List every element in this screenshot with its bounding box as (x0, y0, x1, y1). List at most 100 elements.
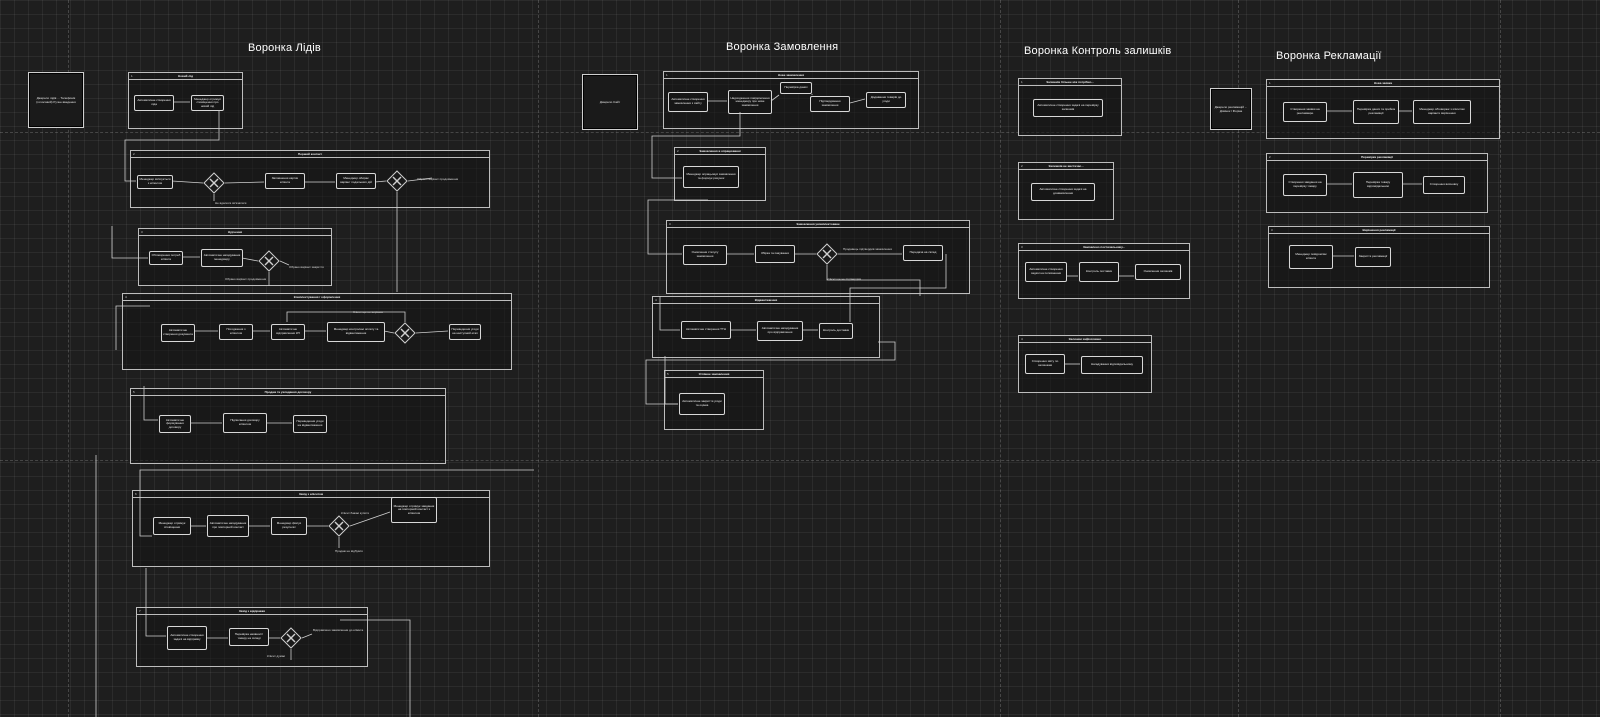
pool-number: 2 (1269, 155, 1271, 159)
guide-line (1500, 0, 1501, 717)
pool-number: 3 (1021, 245, 1023, 249)
gateway-icon[interactable] (394, 322, 416, 344)
task[interactable]: Менеджер отримує сповіщення про новий лі… (191, 95, 224, 111)
flow-label: Не вдалося зв'язатися (215, 201, 247, 205)
task[interactable]: Автоматичне нагадування про повторний ко… (207, 515, 249, 537)
gateway-icon[interactable] (280, 627, 302, 649)
pool-title: Залишків не вистачає... (1019, 163, 1113, 170)
task[interactable]: Менеджер зв'язується з клієнтом (137, 175, 173, 189)
task[interactable]: Переведення угоди на відвантаження (293, 415, 327, 433)
task[interactable]: Менеджер отримує сповіщення (153, 517, 191, 535)
flow-label: Продавець підтвердив замовлення (843, 247, 892, 251)
pool-shipping[interactable]: 7 Захід з відправки Автоматичне створенн… (136, 607, 368, 667)
pool-first-contact[interactable]: 2 Перший контакт Менеджер зв'язується з … (130, 150, 490, 208)
task[interactable]: Автоматичне відправлення КП (271, 324, 305, 340)
pool-number: 4 (1021, 337, 1023, 341)
task[interactable]: Автоматичне нагадування про відправлення (757, 321, 803, 341)
task[interactable]: Обговорення потреб клієнта (149, 251, 183, 265)
task[interactable]: Оновлення залишків (1135, 264, 1181, 280)
task[interactable]: Автоматичне формування договору (159, 415, 191, 433)
task[interactable]: Підписання договору клієнтом (223, 413, 267, 433)
pool-stock-shortage[interactable]: 2 Залишків не вистачає... Автоматичне ст… (1018, 162, 1114, 220)
source-note-orders[interactable]: Джерело Сайт (582, 74, 638, 130)
pool-sale-contract[interactable]: 5 Продаж та укладання договору Автоматич… (130, 388, 446, 464)
pool-number: 1 (1269, 81, 1271, 85)
task[interactable]: Додавання товарів до угоди (866, 92, 906, 108)
gateway-icon[interactable] (258, 250, 280, 272)
pool-number: 2 (1021, 164, 1023, 168)
gateway-icon[interactable] (328, 515, 350, 537)
pool-stock-fixed[interactable]: 4 Залишки зафіксовано Створення звіту по… (1018, 335, 1152, 393)
task[interactable]: Заповнення картки клієнта (265, 173, 305, 189)
pool-order-success[interactable]: 5 Успішне замовлення Автоматичне закритт… (664, 370, 764, 430)
pool-new-order[interactable]: 1 Нове замовлення Автоматичне створення … (663, 71, 919, 129)
guide-line (0, 132, 1600, 133)
task[interactable]: Створення завдання на перевірку товару (1283, 174, 1327, 196)
task[interactable]: Контроль поставки (1079, 262, 1119, 282)
pool-claim-check[interactable]: 2 Перевірка рекламації Створення завданн… (1266, 153, 1488, 213)
pool-order-shipment[interactable]: 4 Відвантаження Автоматичне створення ТТ… (652, 296, 880, 358)
task[interactable]: Збірка та пакування (755, 245, 795, 263)
pool-title: Відвантаження (653, 297, 879, 304)
flow-label: Продаж не відбувся (335, 549, 363, 553)
task[interactable]: Автоматичне створення задачі на дозамовл… (1031, 183, 1095, 201)
pool-number: 6 (135, 492, 137, 496)
column-title-stock: Воронка Контроль залишків (1024, 45, 1172, 57)
column-title-leads: Воронка Лідів (248, 42, 321, 54)
task[interactable]: Надходження повідомлення менеджеру про н… (728, 90, 772, 114)
task[interactable]: Автоматичне створення замовлення з сайту (668, 92, 708, 112)
source-note-claims[interactable]: Джерело рекламацій ... Дзвінок / Форма (1210, 88, 1252, 130)
task[interactable]: Оновлення статусу замовлення (683, 245, 727, 265)
pool-title: Замовлено постачальнику... (1019, 244, 1189, 251)
source-note-leads[interactable]: Джерело лідів ... Телефонія (голосовий) … (28, 72, 84, 128)
task[interactable]: Автоматичне закриття угоди та оцінка (679, 393, 725, 415)
task[interactable]: Менеджер обговорює з клієнтом варіанти в… (1413, 100, 1471, 124)
task[interactable]: Погодження з клієнтом (219, 324, 253, 340)
task[interactable]: Менеджер отримує завдання на повторний к… (391, 497, 437, 523)
flow-label: Обрано варіант закриття (289, 265, 324, 269)
task[interactable]: Автоматичне створення документа (161, 324, 195, 342)
pool-title: Захід з відправки (137, 608, 367, 615)
task[interactable]: Менеджер обирає варіант подальших дій (336, 173, 376, 189)
task[interactable]: Створення заявки на рекламацію (1283, 102, 1327, 122)
pool-configuration[interactable]: 4 Комплектування / оформлення Автоматичн… (122, 293, 512, 370)
gateway-icon[interactable] (816, 243, 838, 265)
task[interactable]: Менеджер фіксує результат (271, 517, 307, 535)
task[interactable]: Підтвердження замовлення (810, 96, 850, 112)
task[interactable]: Закриття рекламації (1355, 247, 1391, 267)
pool-new-claim[interactable]: 1 Нова заявка Створення заявки на реклам… (1266, 79, 1500, 139)
pool-title: Перевірка рекламації (1267, 154, 1487, 161)
task[interactable]: Автоматичне створення задачі на поповнен… (1025, 262, 1067, 282)
task[interactable]: Контроль доставки (819, 323, 853, 339)
task[interactable]: Створення висновку (1423, 176, 1465, 194)
task[interactable]: Автоматичне створення задачі на перевірк… (1033, 99, 1103, 117)
task[interactable]: Перевірка даних (780, 82, 812, 94)
task[interactable]: Перевірка наявності товару на складі (229, 628, 269, 646)
task[interactable]: Створення звіту по залишкам (1025, 354, 1065, 374)
task[interactable]: Автоматичне створення ліда (134, 95, 174, 111)
task[interactable]: Менеджер опрацьовує замовлення та формує… (683, 166, 739, 188)
guide-line (0, 460, 1600, 461)
pool-claim-resolution[interactable]: 3 Вирішення рекламації Менеджер повідомл… (1268, 226, 1490, 288)
pool-order-processing[interactable]: 2 Замовлення в опрацюванні Менеджер опра… (674, 147, 766, 201)
task[interactable]: Перевірка товару відповідальним (1353, 172, 1403, 198)
gateway-icon[interactable] (386, 170, 408, 192)
pool-nurturing[interactable]: 3 Нурчення Обговорення потреб клієнта Ав… (138, 228, 332, 286)
task[interactable]: Автоматичне створення задачі на відправк… (167, 626, 207, 650)
pool-stock-ordered[interactable]: 3 Замовлено постачальнику... Автоматичне… (1018, 243, 1190, 299)
task[interactable]: Менеджер контролює оплату та відвантажен… (327, 322, 385, 342)
task[interactable]: Передача на склад (903, 245, 943, 261)
task[interactable]: Менеджер повідомляє клієнта (1289, 245, 1333, 269)
pool-new-lead[interactable]: 1 Новий лід Автоматичне створення ліда М… (128, 72, 243, 129)
pool-stock-surplus[interactable]: 1 Залишків більше ніж потрібно... Автома… (1018, 78, 1122, 136)
task[interactable]: Автоматичне створення ТТН (681, 321, 731, 339)
column-title-claims: Воронка Рекламації (1276, 50, 1382, 62)
task[interactable]: Переведення угоди на наступний етап (449, 324, 481, 340)
task[interactable]: Перевірка даних та прийом рекламації (1353, 100, 1399, 124)
pool-number: 4 (125, 295, 127, 299)
task[interactable]: Автоматичне нагадування менеджеру (201, 249, 243, 267)
pool-client-action[interactable]: 6 Захід з клієнтом Менеджер отримує спов… (132, 490, 490, 567)
task[interactable]: Нагадування відповідальному (1081, 356, 1143, 374)
gateway-icon[interactable] (203, 172, 225, 194)
